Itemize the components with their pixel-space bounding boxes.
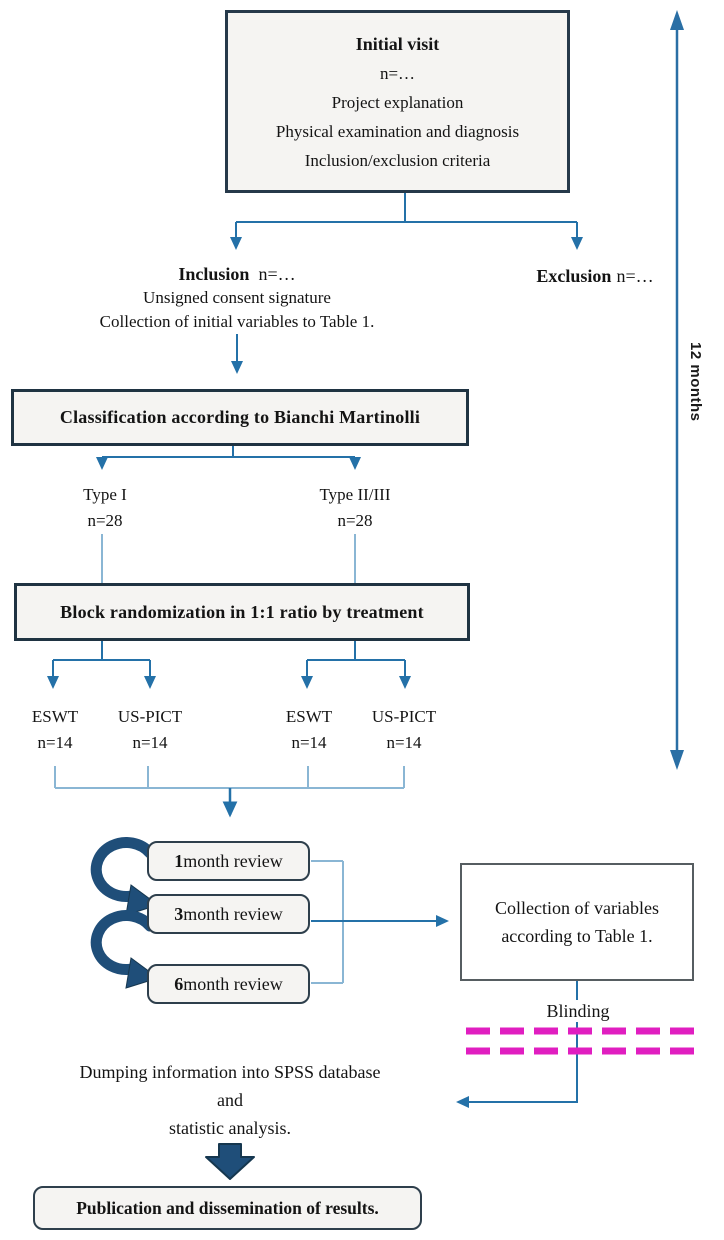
stubs-types-to-randomization — [101, 534, 356, 583]
initial-visit-line-project: Project explanation — [331, 92, 464, 112]
arm-n: n=14 — [386, 733, 422, 752]
review-number: 6 — [174, 973, 184, 994]
merge-arms — [54, 766, 405, 789]
collection-line-2: according to Table 1. — [501, 926, 653, 946]
timeline-double-arrow — [670, 10, 684, 770]
arm-n: n=14 — [37, 733, 73, 752]
arm-uspict-2: US-PICT n=14 — [358, 704, 450, 756]
review-box-6-month: 6 month review — [147, 964, 310, 1004]
review-label: month review — [183, 903, 283, 924]
review-number: 3 — [174, 903, 184, 924]
initial-visit-line-criteria: Inclusion/exclusion criteria — [304, 150, 491, 170]
branch-randomization-to-arms — [47, 641, 411, 689]
randomization-text: Block randomization in 1:1 ratio by trea… — [60, 601, 424, 622]
initial-visit-title: Initial visit — [355, 33, 440, 54]
block-arrow-to-publication — [205, 1143, 255, 1180]
initial-visit-box: Initial visit n=… Project explanation Ph… — [225, 10, 570, 193]
arm-label: US-PICT — [117, 707, 183, 726]
collection-box: Collection of variables according to Tab… — [460, 863, 694, 981]
arm-eswt-2: ESWT n=14 — [263, 704, 355, 756]
initial-visit-n: n=… — [379, 63, 416, 83]
type-right-label: Type II/III — [319, 485, 391, 504]
classification-text: Classification according to Bianchi Mart… — [59, 407, 421, 427]
exclusion-label: Exclusion — [536, 266, 612, 286]
review-number: 1 — [174, 850, 184, 871]
branch-initial-to-inclusion-exclusion — [230, 193, 583, 250]
randomization-box: Block randomization in 1:1 ratio by trea… — [14, 583, 470, 641]
review-label: month review — [183, 850, 283, 871]
inclusion-n: n=… — [258, 264, 296, 284]
dumping-line-2: and — [217, 1090, 243, 1110]
collection-line-1: Collection of variables — [495, 898, 659, 918]
blinding-label: Blinding — [527, 1000, 629, 1022]
publication-box: Publication and dissemination of results… — [33, 1186, 422, 1230]
dumping-block: Dumping information into SPSS database a… — [25, 1058, 435, 1142]
classification-box: Classification according to Bianchi Mart… — [11, 389, 469, 446]
type-right-block: Type II/III n=28 — [292, 482, 418, 534]
arm-eswt-1: ESWT n=14 — [9, 704, 101, 756]
exclusion-n: n=… — [616, 266, 654, 286]
review-box-3-month: 3 month review — [147, 894, 310, 934]
review-box-1-month: 1 month review — [147, 841, 310, 881]
arm-label: ESWT — [285, 707, 333, 726]
arm-label: US-PICT — [371, 707, 437, 726]
blinding-dashed-lines — [466, 1027, 698, 1055]
timeline-months-label: 12 months — [687, 342, 704, 422]
inclusion-line-variables: Collection of initial variables to Table… — [99, 312, 375, 331]
inclusion-label: Inclusion — [178, 264, 250, 284]
dumping-line-3: statistic analysis. — [169, 1118, 291, 1138]
arm-n: n=14 — [132, 733, 168, 752]
arm-label: ESWT — [31, 707, 79, 726]
arm-n: n=14 — [291, 733, 327, 752]
inclusion-heading: Inclusion n=… — [27, 262, 447, 286]
inclusion-line-consent: Unsigned consent signature — [143, 288, 331, 307]
type-left-block: Type I n=28 — [52, 482, 158, 534]
type-right-n: n=28 — [337, 511, 373, 530]
dumping-line-1: Dumping information into SPSS database — [79, 1062, 381, 1082]
initial-visit-line-exam: Physical examination and diagnosis — [275, 121, 520, 141]
branch-classification-to-types — [96, 446, 361, 470]
publication-text: Publication and dissemination of results… — [76, 1197, 379, 1218]
type-left-n: n=28 — [87, 511, 123, 530]
type-left-label: Type I — [83, 485, 127, 504]
review-label: month review — [183, 973, 283, 994]
arm-uspict-1: US-PICT n=14 — [104, 704, 196, 756]
